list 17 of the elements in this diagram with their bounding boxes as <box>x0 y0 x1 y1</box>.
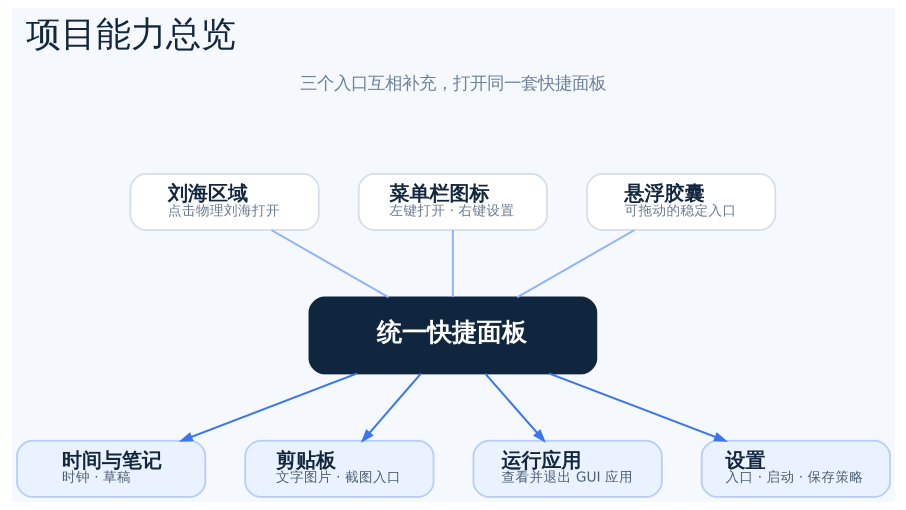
node-box: 菜单栏图标 左键打开 · 右键设置 <box>357 173 548 231</box>
node-box: 剪贴板 文字图片 · 截图入口 <box>244 440 434 498</box>
node-box: 运行应用 查看并退出 GUI 应用 <box>472 440 662 498</box>
arrow <box>484 372 546 443</box>
diagram-title: 项目能力总览 <box>26 14 236 55</box>
node-box: 时间与笔记 时钟 · 草稿 <box>16 440 206 498</box>
arrow <box>178 372 357 442</box>
node-box: 统一快捷面板 <box>308 296 597 374</box>
label: 三个入口互相补充，打开同一套快捷面板 <box>299 74 606 94</box>
connector <box>516 229 634 298</box>
node-box: 刘海区域 点击物理刘海打开 <box>129 173 320 231</box>
connector <box>451 230 454 297</box>
connector <box>270 229 388 298</box>
arrow <box>360 372 422 443</box>
node-box: 设置 入口 · 启动 · 保存策略 <box>700 440 890 498</box>
arrow <box>548 372 728 442</box>
node-box: 悬浮胶囊 可拖动的稳定入口 <box>586 173 776 231</box>
